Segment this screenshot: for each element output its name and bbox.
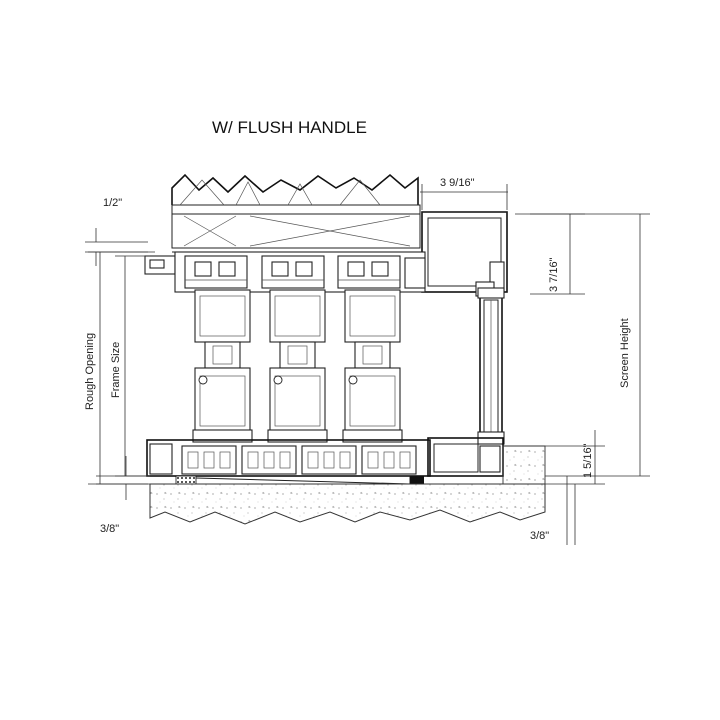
- dim-label-sill-height: 1 5/16": [582, 443, 594, 478]
- dim-label-bottom-left: 3/8": [100, 523, 119, 535]
- right-seal: [410, 476, 424, 484]
- sill-assembly: [146, 437, 545, 477]
- drawing-title: W/ FLUSH HANDLE: [212, 118, 367, 137]
- dim-label-rough-opening: Rough Opening: [84, 333, 96, 410]
- sill-track-unit: [301, 445, 357, 475]
- concrete-slab: [149, 445, 546, 525]
- sill-pan: [175, 475, 545, 485]
- screen-head: [421, 211, 508, 297]
- dim-label-screen-height: Screen Height: [619, 318, 631, 388]
- wall-header: [171, 173, 421, 253]
- dim-label-three-seven-sixteenths: 3 7/16": [548, 257, 560, 292]
- left-seal: [175, 475, 197, 485]
- dim-label-three-nine-sixteenths: 3 9/16": [440, 177, 475, 189]
- dimension-lines: [85, 184, 650, 545]
- sill-track-unit: [361, 445, 417, 475]
- dim-label-half-inch: 1/2": [103, 197, 122, 209]
- dim-label-frame-size: Frame Size: [110, 342, 122, 398]
- sill-track-unit: [181, 445, 237, 475]
- head-track-unit: [184, 255, 248, 289]
- head-track-unit: [337, 255, 401, 289]
- door-panels: [192, 289, 403, 443]
- screen-panel: [477, 287, 505, 445]
- head-track-unit: [261, 255, 325, 289]
- door-panel: [192, 289, 253, 443]
- dim-label-bottom-right: 3/8": [530, 530, 549, 542]
- head-track: [144, 251, 426, 293]
- door-panel: [267, 289, 328, 443]
- sill-track-unit: [241, 445, 297, 475]
- door-panel: [342, 289, 403, 443]
